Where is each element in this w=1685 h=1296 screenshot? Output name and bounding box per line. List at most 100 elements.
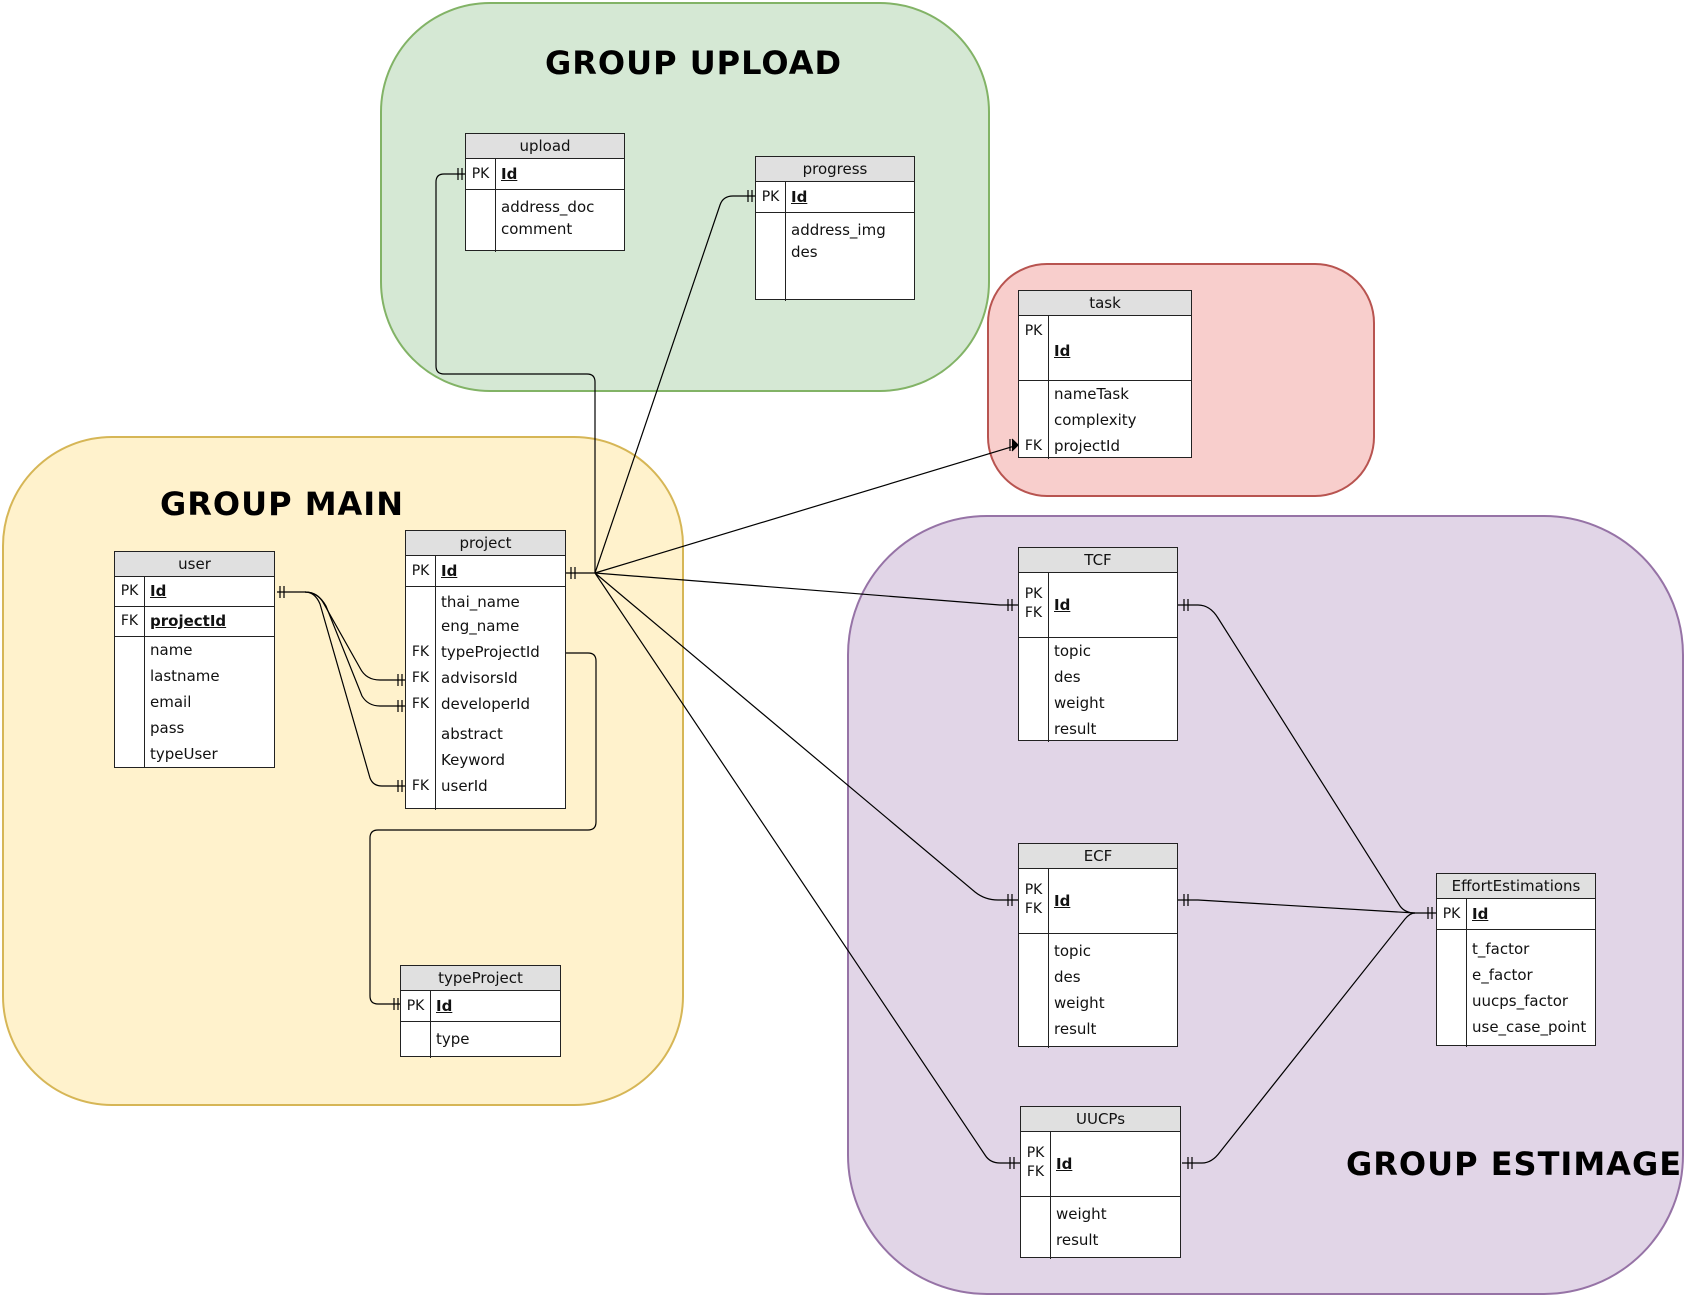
ecf-field: weight <box>1054 994 1105 1012</box>
pk-label: PK <box>1024 586 1043 602</box>
link-ecf-effort <box>1178 899 1416 914</box>
table-user-title: user <box>115 552 274 577</box>
pk-label: PK <box>761 189 780 205</box>
ecf-field: des <box>1054 968 1081 986</box>
group-main-title: GROUP MAIN <box>160 485 404 523</box>
fk-label: FK <box>411 644 430 660</box>
group-upload-title: GROUP UPLOAD <box>545 44 843 82</box>
table-task[interactable]: task PK Id nameTask complexity FK project… <box>1018 290 1192 459</box>
effort-id-field: Id <box>1472 905 1489 923</box>
uucps-id-field: Id <box>1056 1155 1073 1173</box>
upload-id-field: Id <box>501 165 518 183</box>
upload-field: address_doc <box>501 198 595 216</box>
marker-uucps-pk <box>1009 1157 1015 1169</box>
task-field: nameTask <box>1054 385 1129 403</box>
typeproject-field: type <box>436 1030 470 1048</box>
table-task-title: task <box>1019 291 1191 316</box>
fk-label: FK <box>1026 1164 1045 1180</box>
marker-tcf-pk <box>1007 599 1013 611</box>
fk-label: FK <box>411 670 430 686</box>
user-field: name <box>150 641 193 659</box>
ecf-field: result <box>1054 1020 1097 1038</box>
table-progress[interactable]: progress PK Id address_img des <box>755 156 915 301</box>
table-ecf[interactable]: ECF PK FK Id topic des weight result <box>1018 843 1178 1048</box>
fk-label: FK <box>1024 901 1043 917</box>
project-field: advisorsId <box>441 669 518 687</box>
pk-label: PK <box>471 166 490 182</box>
table-progress-title: progress <box>756 157 914 182</box>
project-id-field: Id <box>441 562 458 580</box>
progress-field: des <box>791 243 818 261</box>
effort-field: e_factor <box>1472 966 1533 984</box>
task-field: projectId <box>1054 437 1121 455</box>
tcf-id-field: Id <box>1054 596 1071 614</box>
marker-task-fk <box>1009 438 1019 452</box>
link-project-uucps <box>594 572 1020 1164</box>
fk-label: FK <box>411 696 430 712</box>
marker-ecf-right <box>1183 894 1189 906</box>
link-user-project-developer <box>304 591 405 707</box>
project-field: typeProjectId <box>441 643 540 661</box>
fk-label: FK <box>1024 438 1043 454</box>
fk-label: FK <box>411 778 430 794</box>
pk-label: PK <box>120 583 139 599</box>
pk-label: PK <box>406 998 425 1014</box>
user-field: typeUser <box>150 745 218 763</box>
task-field: complexity <box>1054 411 1137 429</box>
tcf-field: result <box>1054 720 1097 738</box>
table-project-title: project <box>406 531 565 556</box>
table-tcf-title: TCF <box>1019 548 1177 573</box>
project-field: abstract <box>441 725 503 743</box>
tcf-field: topic <box>1054 642 1091 660</box>
ecf-field: topic <box>1054 942 1091 960</box>
link-project-upload <box>435 173 596 574</box>
pk-label: PK <box>1024 323 1043 339</box>
link-uucps-effort <box>1182 912 1416 1164</box>
marker-project-pk <box>570 567 576 579</box>
task-id-field: Id <box>1054 342 1071 360</box>
link-tcf-effort <box>1178 604 1436 914</box>
table-typeproject-title: typeProject <box>401 966 560 991</box>
table-effort-title: EffortEstimations <box>1437 874 1595 899</box>
marker-ecf-pk <box>1007 894 1013 906</box>
pk-label: PK <box>1026 1145 1045 1161</box>
project-field: eng_name <box>441 617 520 635</box>
marker-progress-pk <box>747 190 753 202</box>
marker-uucps-right <box>1187 1157 1193 1169</box>
project-field: developerId <box>441 695 531 713</box>
typeproject-id-field: Id <box>436 997 453 1015</box>
marker-typeproject-pk <box>393 998 399 1010</box>
user-field: pass <box>150 719 185 737</box>
uucps-field: weight <box>1056 1205 1107 1223</box>
upload-field: comment <box>501 220 573 238</box>
marker-project-developer <box>397 700 403 712</box>
link-project-ecf <box>594 572 1018 901</box>
pk-label: PK <box>1442 906 1461 922</box>
user-id-field: Id <box>150 582 167 600</box>
table-typeproject[interactable]: typeProject PK Id type <box>400 965 561 1058</box>
marker-tcf-right <box>1183 599 1189 611</box>
effort-field: uucps_factor <box>1472 992 1569 1010</box>
progress-id-field: Id <box>791 188 808 206</box>
link-project-progress <box>594 195 755 574</box>
marker-project-user <box>397 780 403 792</box>
link-project-task <box>594 444 1019 574</box>
tcf-field: weight <box>1054 694 1105 712</box>
link-user-project-advisors <box>277 591 405 681</box>
project-field: thai_name <box>441 593 520 611</box>
progress-field: address_img <box>791 221 886 239</box>
marker-upload-pk <box>457 168 463 180</box>
group-main <box>2 436 684 1106</box>
table-tcf[interactable]: TCF PK FK Id topic des weight result <box>1018 547 1178 742</box>
marker-user-pk <box>279 586 285 598</box>
table-uucps[interactable]: UUCPs PK FK Id weight result <box>1020 1106 1181 1259</box>
fk-label: FK <box>1024 605 1043 621</box>
table-uucps-title: UUCPs <box>1021 1107 1180 1132</box>
project-field: userId <box>441 777 488 795</box>
fk-label: FK <box>120 613 139 629</box>
